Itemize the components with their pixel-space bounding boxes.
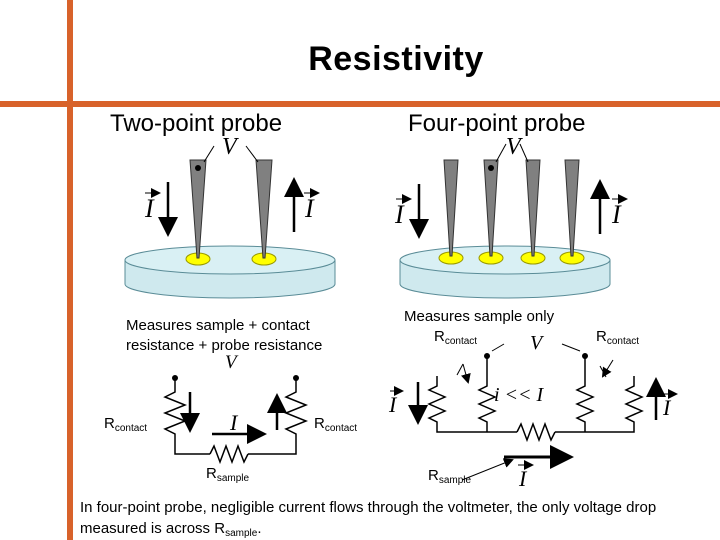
current-label: I [145,194,154,223]
terminal-dot [293,375,299,381]
voltage-label: V [506,134,521,160]
circuit-current-label: I [230,410,238,435]
r-contact-label: Rcontact [104,415,148,434]
r-sample-label: Rsample [428,467,472,486]
two-point-heading: Two-point probe [110,110,283,137]
terminal-dot [172,375,178,381]
accent-bar-vertical [67,0,73,540]
r-contact-label: Rcontact [314,415,358,434]
probe-terminal-dot [195,165,201,171]
circuit-current-label: I [519,466,527,491]
current-label: I [612,200,621,229]
voltmeter-lead [491,343,505,352]
four-point-circuit [427,358,644,443]
voltmeter-lead [519,143,529,163]
two-point-sample-disk [124,245,336,299]
voltage-label: V [222,134,237,160]
r-sample-label: Rsample [206,465,250,484]
caption-text: In four-point probe, negligible current … [80,499,657,539]
pointer-arrow [461,458,514,481]
slide-title: Resistivity [308,40,484,78]
accent-bar-horizontal [0,101,720,107]
probe-needle [255,159,273,259]
voltmeter-lead [561,343,581,352]
probe-needle [189,159,207,259]
two-point-measure-line2: resistance + probe resistance [126,337,323,354]
terminal-dot [582,353,588,359]
voltmeter-lead [203,145,215,163]
r-contact-label: Rcontact [596,328,640,347]
probe-needle [443,159,459,257]
small-current-label: i << I [494,384,544,406]
pointer-line [456,363,464,376]
pointer-arrow [461,363,471,384]
probe-needle [564,159,580,257]
two-point-circuit [162,380,309,465]
four-point-heading: Four-point probe [408,110,586,137]
voltmeter-lead [245,145,259,163]
circuit-voltage-label: V [530,332,543,354]
circuit-voltage-label: V [225,352,237,373]
pointer-arrow [601,359,614,378]
r-contact-label: Rcontact [434,328,478,347]
terminal-dot [484,353,490,359]
circuit-current-label: I [389,392,397,417]
current-label: I [395,200,404,229]
two-point-measure-line1: Measures sample + contact [126,317,310,334]
probe-terminal-dot [488,165,494,171]
voltmeter-lead [495,143,507,163]
current-label: I [305,194,314,223]
probe-needle [483,159,499,257]
probe-needle [525,159,541,257]
four-point-measure-text: Measures sample only [404,308,555,325]
circuit-current-label: I [663,395,671,420]
